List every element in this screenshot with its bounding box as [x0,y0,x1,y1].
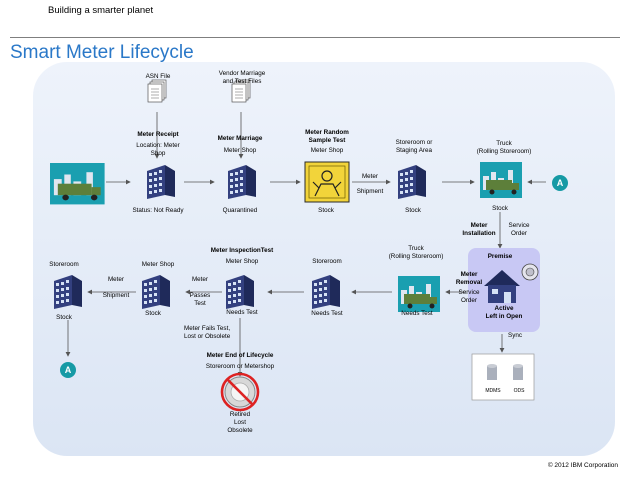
receipt-location-2: Shop [150,150,166,157]
retired-label: Retired [229,411,251,418]
needs-test-label-3: Needs Test [226,309,258,316]
truck-sublabel-1: (Rolling Storeroom) [476,148,532,155]
copyright-text: © 2012 IBM Corporation [547,462,618,469]
end-of-lifecycle-title: Meter End of Lifecycle [206,352,274,359]
connector-a2-label: A [65,365,72,375]
stock-label-3: Stock [492,205,508,212]
active-label-1: Active [494,305,514,312]
random-test-title-1: Meter Random [305,129,349,136]
storeroom-left-label: Storeroom [49,261,79,268]
vendor-files-label-1: Vendor Marriage [218,70,266,77]
inspection-title: Meter InspectionTest [210,247,274,254]
service-order-label-3: Service [458,289,480,296]
meter-shipment-label-1: Meter [361,173,379,180]
left-storeroom-server-icon [54,275,82,309]
meter-passes-label-3: Test [194,300,206,307]
connector-a-label: A [557,178,564,188]
quarantined-label: Quarantined [222,207,258,214]
random-test-title-2: Sample Test [308,137,346,144]
stock-label-1: Stock [318,207,334,214]
meter-gauge-icon [521,263,539,281]
connector-a-bottom [60,362,76,378]
meter-removal-label-1: Meter [460,271,478,278]
marriage-location: Meter Shop [223,147,257,154]
needs-test-label-2: Needs Test [311,310,343,317]
vendor-files-label-2: and Test Files [222,78,262,85]
meter-shipment-left-label-2: Shipment [102,292,130,299]
header-text: Building a smarter planet [48,5,154,16]
truck-sublabel-2: (Rolling Storeroom) [388,253,444,260]
service-order-label-2: Order [510,230,528,237]
random-test-icon [304,161,350,203]
stock-label-4: Stock [145,310,161,317]
rolling-storeroom-truck-icon [480,162,522,198]
meter-passes-label-2: Passes [189,292,211,299]
header-divider [10,37,620,38]
premise-label: Premise [487,253,513,260]
asn-file-label: ASN File [145,73,171,80]
inspection-location: Meter Shop [225,258,259,265]
fails-label-2: Lost or Obsolete [184,333,231,340]
meter-marriage-server-icon [228,165,256,199]
stock-label-2: Stock [405,207,421,214]
end-of-lifecycle-location: Storeroom or Metershop [205,363,275,370]
storeroom-staging-label-2: Staging Area [395,147,433,154]
meter-receipt-server-icon [147,165,175,199]
connector-a-top [552,175,568,191]
sync-label: Sync [508,332,522,339]
receipt-title: Meter Receipt [137,131,179,138]
asn-file-document-icon [147,79,167,103]
service-order-label-4: Order [460,297,478,304]
ods-label: ODS [513,388,525,394]
meter-removal-label-2: Removal [455,279,483,286]
status-not-ready-label: Status: Not Ready [132,207,184,214]
lost-label: Lost [234,419,246,426]
house-icon [484,270,520,303]
page-title: Smart Meter Lifecycle [10,42,194,63]
receipt-location-1: Location: Meter [136,142,180,149]
meter-shipment-label-2: Shipment [356,188,384,195]
fails-label-1: Meter Fails Test, [184,325,231,332]
truck-label-1: Truck [496,140,512,147]
truck-label-2: Truck [408,245,424,252]
shipping-truck-icon [50,163,105,205]
obsolete-label: Obsolete [227,427,253,434]
storeroom-label-2: Storeroom [312,258,342,265]
storeroom-staging-label-1: Storeroom or [395,139,433,146]
random-test-location: Meter Shop [310,147,344,154]
meter-shop-left-label: Meter Shop [141,261,175,268]
retired-meter-icon [220,372,260,412]
meter-passes-label-1: Meter [191,276,209,283]
service-order-label-1: Service [508,222,530,229]
ods-cylinder-icon [513,364,523,380]
meter-installation-label-1: Meter [470,222,488,229]
mdms-cylinder-icon [487,364,497,380]
bottom-truck-icon [398,276,440,312]
meter-shipment-left-label-1: Meter [107,276,125,283]
bottom-storeroom-server-icon [312,275,340,309]
bottom-meter-shop-server-icon [142,275,170,309]
stock-label-5: Stock [56,314,72,321]
inspection-server-icon [226,275,254,309]
needs-test-label-1: Needs Test [401,310,433,317]
active-label-2: Left in Open [485,313,523,320]
storeroom-staging-server-icon [398,165,426,199]
marriage-title: Meter Marriage [217,135,263,142]
meter-installation-label-2: Installation [462,230,496,237]
mdms-ods-box [471,353,535,401]
mdms-label: MDMS [485,388,501,394]
